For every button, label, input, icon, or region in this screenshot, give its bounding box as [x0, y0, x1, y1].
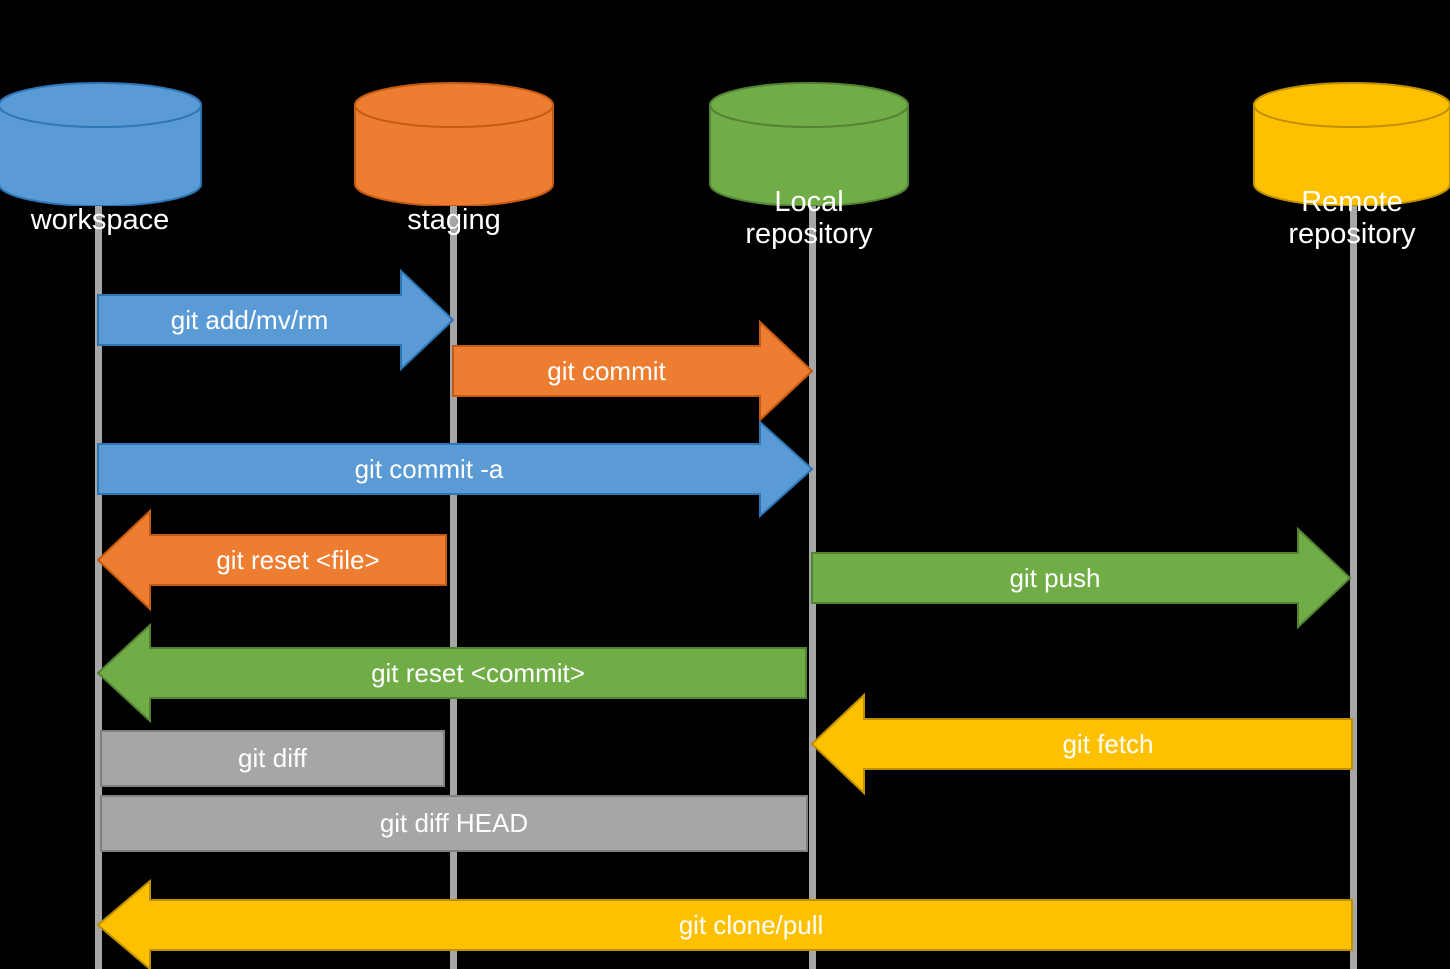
flow-git-add: git add/mv/rm — [97, 268, 455, 372]
flow-git-fetch: git fetch — [810, 692, 1353, 796]
flow-git-diff: git diff — [100, 730, 445, 787]
flow-git-diff-head: git diff HEAD — [100, 795, 808, 852]
lifeline-staging — [450, 200, 457, 969]
lifeline-workspace — [95, 200, 102, 969]
flow-git-clone-pull: git clone/pull — [96, 878, 1353, 969]
node-workspace: workspace — [0, 82, 202, 236]
node-staging: staging — [354, 82, 554, 236]
flow-git-reset-commit: git reset <commit> — [96, 622, 807, 724]
flow-git-push: git push — [811, 526, 1352, 630]
flow-git-commit: git commit — [452, 319, 814, 423]
lifeline-remote-repository — [1350, 200, 1357, 969]
flow-git-commit-a: git commit -a — [97, 419, 814, 519]
flow-git-reset-file: git reset <file> — [96, 508, 447, 612]
